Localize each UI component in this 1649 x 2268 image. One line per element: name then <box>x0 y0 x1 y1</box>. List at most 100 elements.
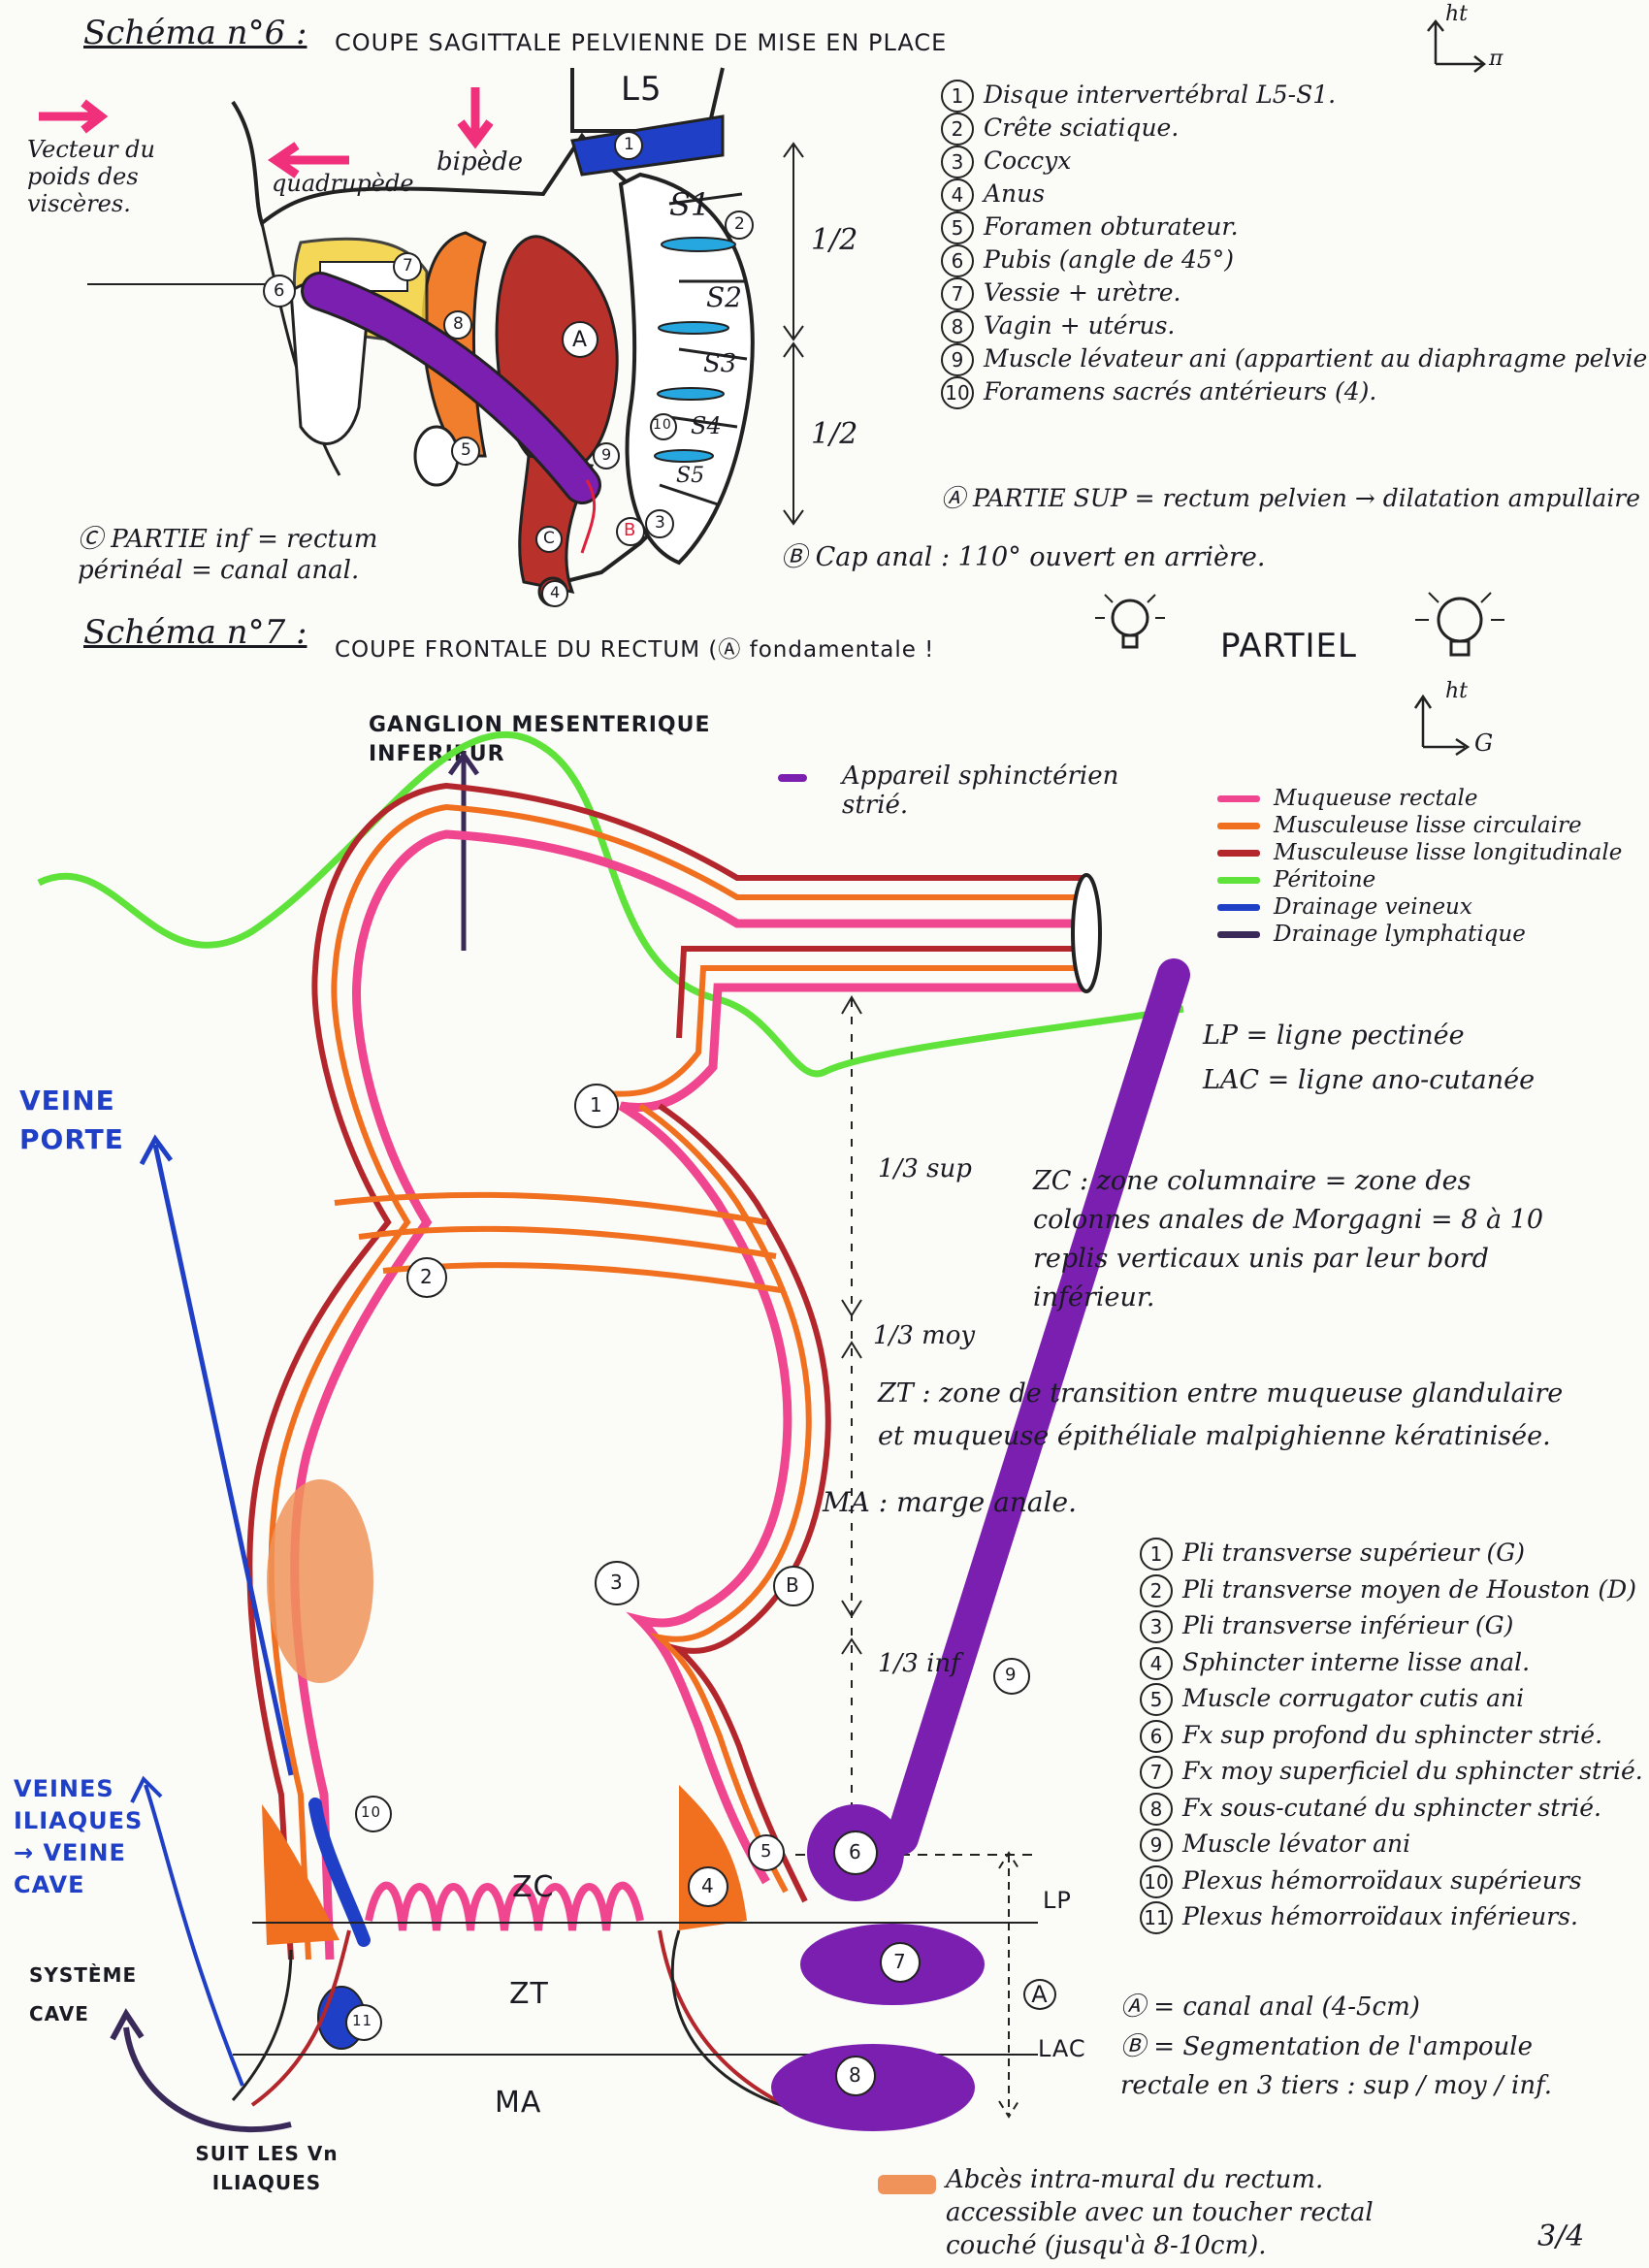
schema6-orientation-arrow-icon <box>1427 18 1487 73</box>
schema6-orient-ar: π <box>1489 47 1504 71</box>
schema6-legend-item-text: Muscle lévateur ani (appartient au diaph… <box>984 344 1649 373</box>
color-key-swatch <box>1217 849 1260 857</box>
schema7-legend-item-3: 3 Pli transverse inférieur (G) <box>1140 1607 1643 1644</box>
schema6-legend-item-6: 6 Pubis (angle de 45°) <box>941 244 1649 277</box>
color-key-row: Musculeuse lisse circulaire <box>1217 813 1582 838</box>
color-key-row: Drainage veineux <box>1217 894 1472 920</box>
half-bottom-label: 1/2 <box>811 417 858 451</box>
systeme-cave-label: SYSTÈME CAVE <box>29 1963 138 2025</box>
schema7-orientation-arrow-icon <box>1413 694 1471 757</box>
L5-label: L5 <box>621 70 663 109</box>
sphincter-key-label: Appareil sphinctérien strié. <box>842 761 1119 820</box>
schema7-legend-item-text: Fx sup profond du sphincter strié. <box>1182 1720 1603 1749</box>
zc-definition: ZC : zone columnaire = zone des colonnes… <box>1033 1166 1544 1312</box>
schema7-legend-item-8: 8 Fx sous-cutané du sphincter strié. <box>1140 1790 1643 1827</box>
schema7-legend-item-text: Pli transverse moyen de Houston (D) <box>1182 1574 1636 1604</box>
lac-definition: LAC = ligne ano-cutanée <box>1203 1065 1536 1095</box>
n8-label: 8 <box>453 314 465 334</box>
n1-label: 1 <box>624 135 635 154</box>
schema6-partA: Ⓐ PARTIE SUP = rectum pelvien → dilatati… <box>941 484 1641 512</box>
schema6-subtitle: COUPE SAGITTALE PELVIENNE DE MISE EN PLA… <box>335 29 948 56</box>
schema7-legend-item-2: 2 Pli transverse moyen de Houston (D) <box>1140 1571 1643 1608</box>
n11-fold-label: 11 <box>352 2012 373 2029</box>
schema7-title: Schéma n°7 : <box>83 613 307 652</box>
schema7-legend-item-number: 2 <box>1140 1573 1173 1607</box>
schema6-legend-item-text: Anus <box>984 179 1046 208</box>
schema7-legend-item-text: Muscle corrugator cutis ani <box>1182 1684 1525 1712</box>
schema7-subtitle: COUPE FRONTALE DU RECTUM (Ⓐ fondamentale… <box>335 637 935 663</box>
schema7-legend-item-text: Muscle lévator ani <box>1182 1830 1411 1858</box>
schema7-legend-item-number: 1 <box>1140 1538 1173 1571</box>
schema6-legend-item-number: 2 <box>941 113 974 146</box>
n2-label: 2 <box>734 214 746 234</box>
schema7-legend-item-6: 6 Fx sup profond du sphincter strié. <box>1140 1717 1643 1754</box>
schema7-legend-item-number: 8 <box>1140 1792 1173 1826</box>
schema7-legend-item-number: 3 <box>1140 1610 1173 1643</box>
schema6-legend-item-number: 6 <box>941 244 974 277</box>
schema6-legend-item-text: Pubis (angle de 45°) <box>984 245 1235 274</box>
frontal-rectum-diagram <box>37 730 1190 2133</box>
bipede-label: bipède <box>436 147 524 177</box>
lp-definition: LP = ligne pectinée <box>1203 1021 1465 1051</box>
color-key-label: Drainage lymphatique <box>1274 922 1526 947</box>
schema6-legend-item-text: Disque intervertébral L5-S1. <box>984 81 1337 109</box>
lp-line-label: LP <box>1043 1887 1072 1914</box>
schema6-legend-item-number: 5 <box>941 211 974 244</box>
S4-label: S4 <box>691 412 722 439</box>
schema7-legend-item-text: Sphincter interne lisse anal. <box>1182 1647 1531 1676</box>
schema6-legend-item-text: Foramens sacrés antérieurs (4). <box>984 377 1377 405</box>
schema6-legend-item-text: Coccyx <box>984 146 1072 175</box>
n7-label: 7 <box>403 256 414 275</box>
schema7-legend-item-text: Pli transverse inférieur (G) <box>1182 1611 1514 1639</box>
schema7-legend-item-number: 4 <box>1140 1646 1173 1680</box>
schema7-legend-item-text: Fx moy superficiel du sphincter strié. <box>1182 1757 1643 1785</box>
n7-fold-label: 7 <box>893 1950 907 1973</box>
n4-label: 4 <box>550 583 562 601</box>
schema7-legend-item-number: 9 <box>1140 1829 1173 1862</box>
abces-note: Abcès intra-mural du rectum. accessible … <box>946 2165 1374 2260</box>
schema7-legend-item-9: 9 Muscle lévator ani <box>1140 1826 1643 1863</box>
schema6-legend-item-number: 8 <box>941 310 974 343</box>
B-label: B <box>624 520 637 540</box>
n3-fold-label: 3 <box>610 1571 624 1594</box>
third-sup-label: 1/3 sup <box>878 1154 972 1183</box>
veine-porte-label: VEINE PORTE <box>19 1085 124 1155</box>
color-key-row: Drainage lymphatique <box>1217 922 1526 947</box>
third-inf-label: 1/3 inf <box>878 1649 960 1678</box>
S1-label: S1 <box>669 186 711 223</box>
schema7-legend-item-number: 11 <box>1140 1901 1173 1934</box>
color-key-row: Muqueuse rectale <box>1217 786 1477 811</box>
n6-label: 6 <box>274 280 286 301</box>
A-canal-label: A <box>1023 1979 1056 2010</box>
vecteur-label: Vecteur du poids des viscères. <box>27 136 155 217</box>
zt-zone-label: ZT <box>509 1977 549 2011</box>
suit-iliaques-label: SUIT LES Vn ILIAQUES <box>195 2142 339 2194</box>
S2-label: S2 <box>706 281 742 313</box>
schema7-legend-item-text: Fx sous-cutané du sphincter strié. <box>1182 1793 1601 1822</box>
n10-label: 10 <box>653 417 672 433</box>
schema7-legend-item-number: 6 <box>1140 1719 1173 1753</box>
schema6-partB: Ⓑ Cap anal : 110° ouvert en arrière. <box>781 542 1266 572</box>
n3-label: 3 <box>655 513 666 533</box>
S5-label: S5 <box>676 464 705 488</box>
color-key-swatch <box>1217 903 1260 911</box>
n9-label: 9 <box>601 445 613 464</box>
schema6-legend-item-text: Vagin + utérus. <box>984 311 1176 340</box>
vector-arrow-down-icon <box>457 87 494 149</box>
color-key-row: Péritoine <box>1217 867 1375 892</box>
schema6-legend-item-8: 8 Vagin + utérus. <box>941 310 1649 343</box>
segmentation-note: Ⓑ = Segmentation de l'ampoule rectale en… <box>1120 2032 1553 2100</box>
ma-definition: MA : marge anale. <box>823 1486 1077 1518</box>
schema6-legend-item-number: 7 <box>941 277 974 310</box>
S3-label: S3 <box>703 349 737 378</box>
color-key-row: Musculeuse lisse longitudinale <box>1217 840 1622 865</box>
vector-arrow-left-icon <box>268 142 349 178</box>
ganglion-label: GANGLION MESENTERIQUE INFERIEUR <box>369 713 711 766</box>
color-key-swatch <box>1217 930 1260 938</box>
